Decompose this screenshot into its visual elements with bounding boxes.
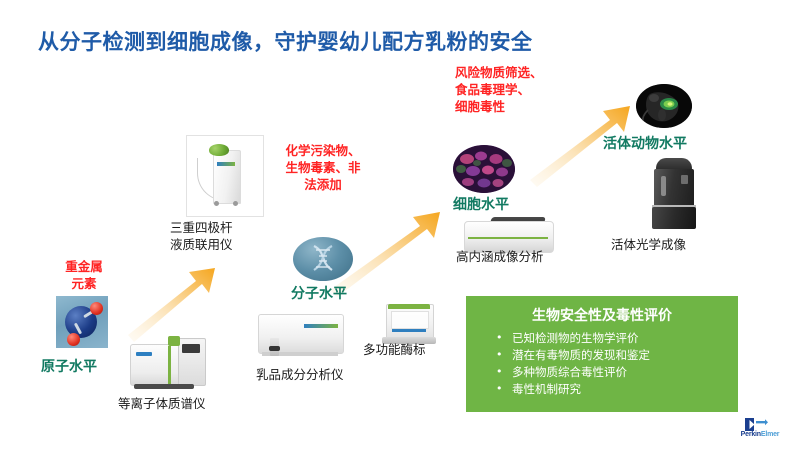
callout-bullet-list: 已知检测物的生物学评价 潜在有毒物质的发现和鉴定 多种物质综合毒性评价 毒性机制… <box>466 329 738 398</box>
perkinelmer-logo-mark <box>745 418 768 431</box>
caption-milk-analyzer: 乳品成分分析仪 <box>256 367 344 382</box>
icp-ms-instrument-image <box>128 330 210 392</box>
dna-helix-glyph <box>313 245 333 271</box>
annotation-risk-line-3: 细胞毒性 <box>455 99 506 114</box>
dna-helix-icon <box>293 237 353 281</box>
annotation-chemical-line-1: 化学污染物、 <box>285 143 361 158</box>
level-label-invivo: 活体动物水平 <box>603 136 687 152</box>
arrow-atomic-to-molecular <box>128 268 215 342</box>
high-content-imager-image <box>464 213 554 259</box>
in-vivo-imaging-instrument-image <box>648 158 700 230</box>
caption-lc-ms-ms: 三重四极杆 液质联用仪 <box>170 219 233 253</box>
callout-bullet-1: 已知检测物的生物学评价 <box>496 329 738 347</box>
callout-bullet-2: 潜在有毒物质的发现和鉴定 <box>496 346 738 364</box>
annotation-heavy-metals: 重金属 元素 <box>44 258 124 292</box>
annotation-heavy-metals-line-2: 元素 <box>71 276 97 291</box>
level-label-cellular: 细胞水平 <box>453 197 509 213</box>
level-label-molecular: 分子水平 <box>291 286 347 302</box>
annotation-risk-line-1: 风险物质筛选、 <box>455 65 543 80</box>
atom-molecule-icon <box>56 296 108 348</box>
wordmark-perkin: Perkin <box>740 431 761 438</box>
caption-in-vivo-imaging: 活体光学成像 <box>611 237 687 252</box>
annotation-risk-line-2: 食品毒理学、 <box>455 82 531 97</box>
callout-bullet-4: 毒性机制研究 <box>496 380 738 398</box>
perkinelmer-logo: PerkinElmer <box>732 418 788 442</box>
biosafety-callout-box: 生物安全性及毒性评价 已知检测物的生物学评价 潜在有毒物质的发现和鉴定 多种物质… <box>466 296 738 412</box>
annotation-chemical-line-3: 法添加 <box>304 177 342 192</box>
wordmark-elmer: Elmer <box>760 431 780 438</box>
callout-title: 生物安全性及毒性评价 <box>532 308 672 324</box>
level-label-atomic: 原子水平 <box>41 359 97 375</box>
in-vivo-mouse-icon <box>636 84 692 128</box>
lc-ms-ms-instrument-image <box>186 135 264 217</box>
annotation-risk-screening: 风险物质筛选、 食品毒理学、 细胞毒性 <box>455 64 567 115</box>
page-title: 从分子检测到细胞成像，守护婴幼儿配方乳粉的安全 <box>38 30 533 54</box>
callout-bullet-3: 多种物质综合毒性评价 <box>496 363 738 381</box>
milk-analyzer-instrument-image <box>258 308 344 364</box>
perkinelmer-wordmark: PerkinElmer <box>732 431 788 438</box>
fluorescent-cells-glyph <box>453 145 515 193</box>
caption-lc-ms-ms-line-1: 三重四极杆 <box>170 220 233 235</box>
caption-high-content: 高内涵成像分析 <box>456 249 544 264</box>
caption-icp-ms: 等离子体质谱仪 <box>118 396 206 411</box>
annotation-chemical-line-2: 生物毒素、非 <box>285 160 361 175</box>
fluorescent-cells-icon <box>453 145 515 193</box>
annotation-heavy-metals-line-1: 重金属 <box>65 259 103 274</box>
caption-lc-ms-ms-line-2: 液质联用仪 <box>170 237 233 252</box>
caption-plate-reader: 多功能酶标 <box>363 342 426 357</box>
in-vivo-mouse-glyph <box>636 84 692 128</box>
annotation-chemical-contaminants: 化学污染物、 生物毒素、非 法添加 <box>270 142 376 193</box>
plate-reader-instrument-image <box>382 302 438 348</box>
